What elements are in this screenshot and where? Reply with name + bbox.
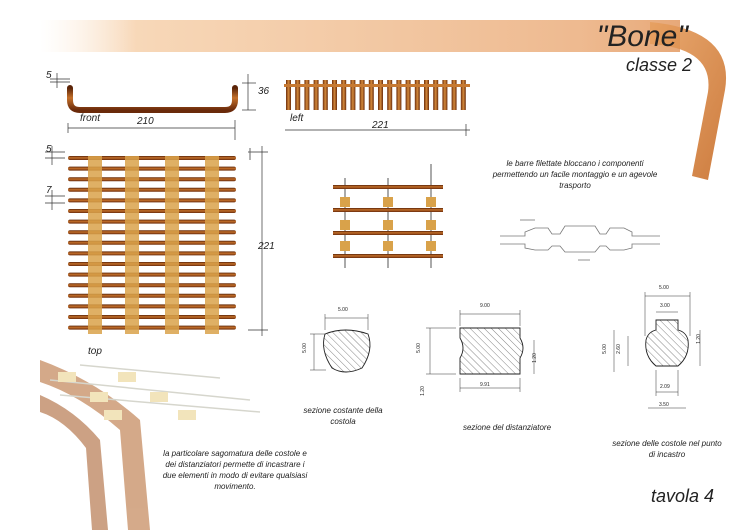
left-length-dim: 221 — [372, 120, 389, 131]
left-view-bar — [368, 80, 374, 110]
top-view-label: top — [88, 346, 102, 357]
front-view-rib — [67, 85, 238, 113]
left-view-bar — [396, 80, 402, 110]
spacer-caption: sezione del distanziatore — [462, 423, 552, 432]
joint-inner-dim: 3.00 — [660, 303, 670, 309]
top-view-rib — [68, 187, 236, 192]
joint-mid-dim: 2.60 — [615, 344, 622, 354]
joint-bottom-dim: 2.09 — [660, 384, 670, 390]
top-view-rib — [68, 198, 236, 203]
top-view-rib — [68, 315, 236, 319]
left-view-bar — [359, 80, 365, 110]
top-view-rib — [68, 209, 236, 213]
left-view-bar — [414, 80, 420, 110]
left-view-bar — [286, 80, 291, 110]
left-view-bar — [387, 80, 393, 110]
front-width-dim: 210 — [137, 116, 154, 127]
top-view-rib — [68, 262, 236, 266]
left-view-bar — [451, 80, 457, 110]
left-view-spacer — [284, 84, 470, 87]
top-view-rib — [68, 219, 236, 224]
top-view-rib — [68, 166, 236, 171]
assembly-spacers — [340, 197, 436, 251]
top-gap-dim: 7 — [46, 185, 52, 196]
top-view-rib — [68, 304, 236, 309]
joint-profile — [645, 319, 689, 367]
top-view-rib — [68, 230, 236, 235]
front-view-label: front — [80, 113, 101, 124]
joint-right-dim: 1.20 — [695, 334, 702, 344]
left-view-bar — [332, 80, 337, 110]
spacer-top-dim: 9.00 — [480, 303, 490, 309]
spacer-profile — [459, 327, 524, 375]
left-view-bar — [433, 80, 439, 110]
model-photo — [40, 360, 261, 530]
front-height-dim: 36 — [258, 86, 270, 97]
header-arc — [650, 22, 727, 180]
left-view-bar — [460, 80, 466, 110]
joint-height-dim: 5.00 — [601, 344, 608, 354]
left-view-bar — [304, 80, 310, 110]
left-view-bar — [350, 80, 356, 110]
left-view-label: left — [290, 113, 304, 124]
top-view-rib — [68, 283, 236, 288]
left-view-bar — [341, 80, 347, 110]
top-view-rib — [68, 325, 236, 330]
top-view-rib — [68, 251, 236, 256]
front-thickness-dim: 5 — [46, 70, 52, 81]
joint-outer-dim: 5.00 — [659, 285, 669, 291]
top-view-rib — [68, 177, 236, 182]
joint-base-dim: 3.50 — [659, 402, 669, 408]
top-length-dim: 221 — [258, 241, 275, 252]
spacer-bottom-dim: 9.91 — [480, 382, 490, 388]
sheet-number: tavola 4 — [650, 486, 714, 506]
assembly-ribs — [333, 185, 443, 258]
rib-width-dim: 5.00 — [338, 307, 348, 313]
top-view-rib — [68, 272, 236, 277]
shaping-note: la particolare sagomatura delle costole … — [162, 449, 308, 491]
left-view-bar — [322, 80, 328, 110]
assembly-note: le barre filettate bloccano i componenti… — [492, 159, 658, 190]
top-view-ribs — [68, 156, 236, 330]
rib-caption: sezione costante della costola — [303, 406, 383, 426]
left-view-bar — [313, 80, 319, 110]
left-view-bar — [442, 80, 448, 110]
top-view-rib — [68, 293, 236, 298]
header-band — [40, 20, 680, 52]
joint-caption: sezione delle costole nel punto di incas… — [612, 439, 722, 459]
page-subtitle: classe 2 — [625, 55, 692, 75]
left-view-bar — [295, 80, 301, 110]
page-title: "Bone" — [596, 20, 688, 53]
left-view-bar — [378, 80, 383, 110]
rib-profile — [323, 329, 371, 373]
top-view-rib — [68, 240, 236, 245]
left-view-bar — [424, 80, 429, 110]
left-view-bars — [284, 80, 470, 110]
top-view-rib — [68, 156, 236, 160]
top-view-spacers — [88, 156, 219, 334]
top-rib-dim: 5 — [46, 144, 52, 155]
left-view-bar — [405, 80, 411, 110]
